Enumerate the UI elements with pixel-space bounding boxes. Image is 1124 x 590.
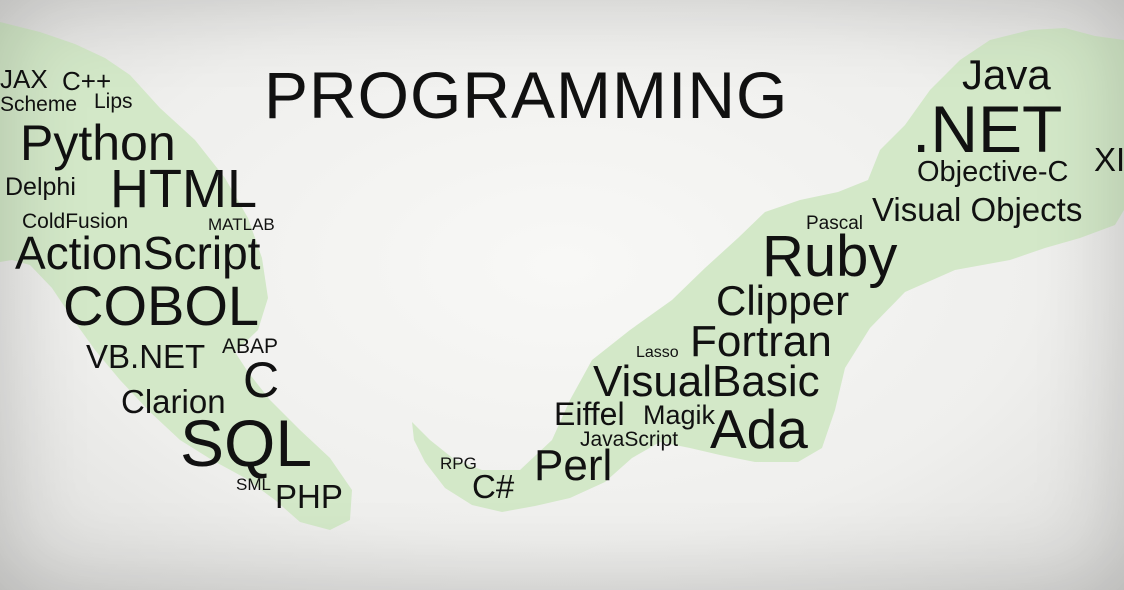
west-landmass [0, 22, 352, 530]
word-rpg: RPG [440, 454, 477, 473]
word-clarion: Clarion [121, 383, 226, 420]
word-ruby: Ruby [762, 224, 898, 289]
word-cobol: COBOL [63, 274, 260, 337]
word-javascript: JavaScript [580, 428, 679, 451]
word-ada: Ada [710, 398, 808, 460]
word-cpp: C++ [62, 66, 112, 96]
word-visual-objects: Visual Objects [872, 191, 1083, 228]
word-java: Java [962, 51, 1051, 98]
word-eiffel: Eiffel [554, 396, 625, 432]
word-lasso: Lasso [636, 344, 679, 361]
word-objective-c: Objective-C [917, 156, 1069, 188]
word-html: HTML [110, 159, 257, 219]
word-scheme: Scheme [0, 93, 78, 116]
word-php: PHP [275, 478, 343, 515]
word-vbnet: VB.NET [86, 338, 206, 375]
word-c: C [243, 352, 280, 408]
word-jax: JAX [0, 64, 48, 94]
word-abap: ABAP [222, 335, 279, 358]
word-dotnet: .NET [912, 92, 1063, 166]
east-landmass [412, 28, 1124, 512]
word-xi: XI [1094, 141, 1124, 178]
word-sml: SML [236, 475, 271, 494]
word-delphi: Delphi [5, 173, 76, 201]
page-title: PROGRAMMING [264, 58, 789, 132]
word-lips: Lips [94, 90, 133, 113]
word-python: Python [20, 115, 176, 171]
word-coldfusion: ColdFusion [22, 210, 129, 233]
word-matlab: MATLAB [208, 215, 275, 234]
word-perl: Perl [534, 441, 613, 490]
word-sql: SQL [180, 406, 313, 480]
word-pascal: Pascal [806, 213, 864, 234]
word-actionscript: ActionScript [15, 227, 261, 279]
word-fortran: Fortran [690, 317, 832, 366]
word-clipper: Clipper [716, 277, 850, 324]
word-visualbasic: VisualBasic [593, 357, 820, 406]
word-csharp: C# [472, 468, 515, 505]
word-magik: Magik [643, 400, 716, 430]
